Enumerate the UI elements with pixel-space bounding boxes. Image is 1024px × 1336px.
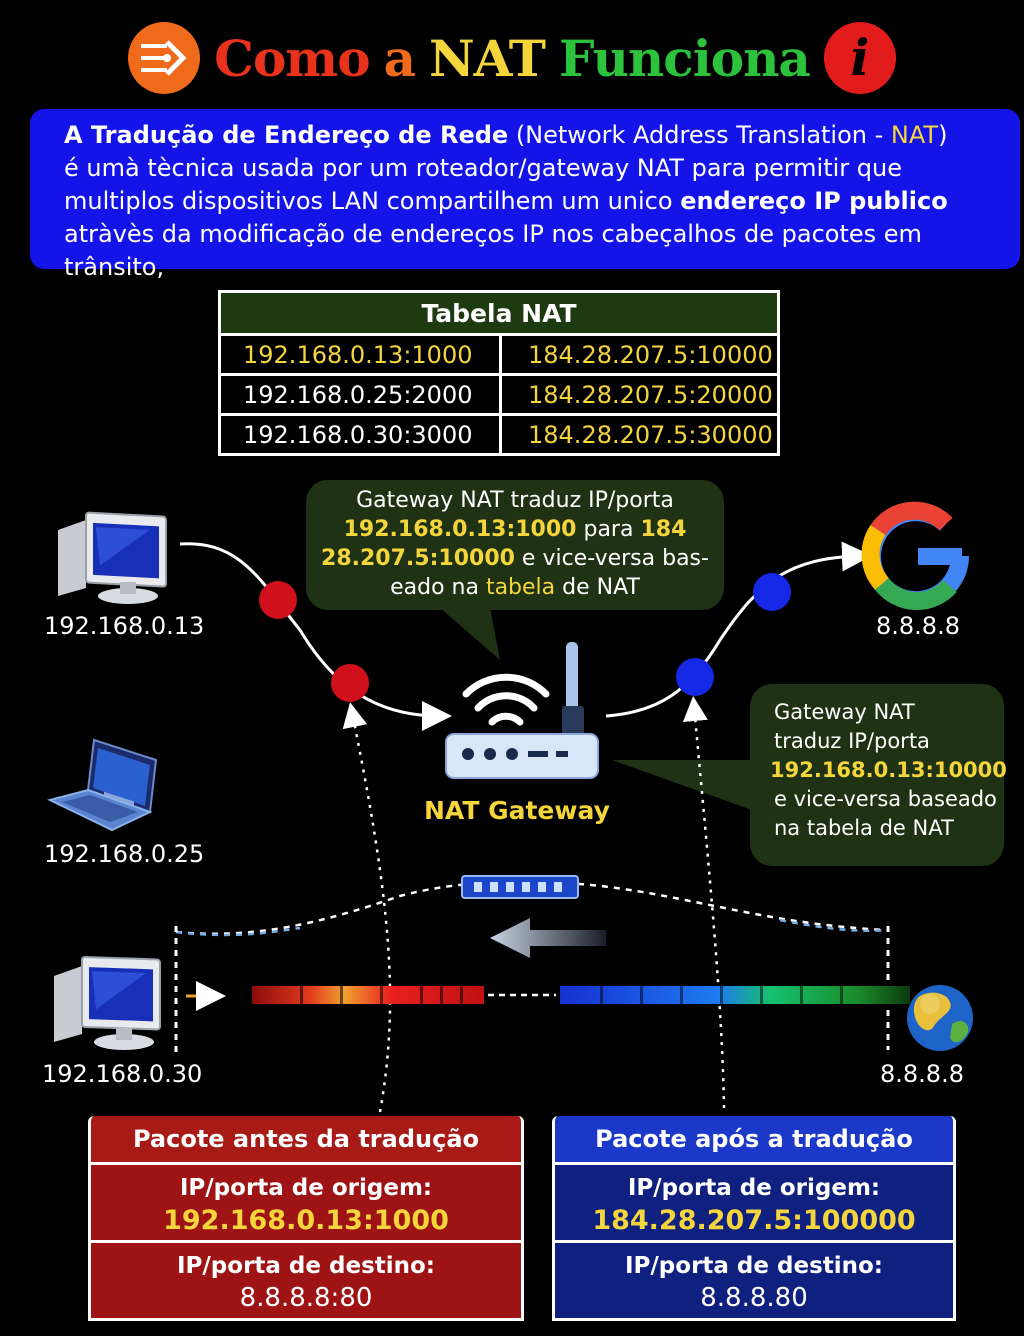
packet-after-destination: IP/porta de destino: 8.8.8.80 (555, 1240, 953, 1318)
bubble-top-table: tabela (485, 575, 556, 600)
pc1-ip-label: 192.168.0.13 (44, 612, 205, 640)
packet-after-dst-value: 8.8.8.80 (700, 1283, 808, 1313)
nat-private-ip: 192.168.0.13:1000 (218, 333, 502, 376)
desktop-computer-icon (58, 511, 167, 604)
bubble-top-based: eado na (390, 575, 486, 600)
packet-dot-red (259, 581, 297, 619)
nat-private-ip: 192.168.0.25:2000 (218, 373, 502, 416)
bubble-top-para: para (576, 517, 641, 542)
google-ip-label: 8.8.8.8 (876, 612, 960, 640)
table-row: 192.168.0.25:2000 184.28.207.5:20000 (218, 373, 780, 416)
packet-after-src-value: 184.28.207.5:100000 (592, 1205, 916, 1236)
bubble-top-vice: e vice-versa bas- (514, 546, 709, 571)
intro-line-3-text: multiplos dispositivos LAN compartilhem … (64, 187, 681, 215)
packet-dot-blue (676, 658, 714, 696)
laptop-icon (47, 738, 158, 832)
router-arrows-icon (128, 22, 201, 94)
flow-path-left (179, 542, 452, 731)
intro-line-4: atràvès da modificação de endereços IP n… (64, 220, 922, 281)
dotted-link-before (342, 702, 392, 1113)
bubble-translation-top: Gateway NAT traduz IP/porta 192.168.0.13… (306, 480, 724, 610)
intro-line-2: é umà tècnica usada por um roteador/gate… (64, 154, 903, 182)
bubble-top-line-1: Gateway NAT traduz IP/porta (356, 488, 674, 513)
packet-dot-red (331, 664, 369, 702)
intro-acronym: NAT (890, 121, 939, 149)
intro-public-ip: endereço IP publico (680, 187, 948, 215)
bubble-top-nat: de NAT (555, 575, 640, 600)
bubble-right-tail (612, 760, 752, 810)
laptop-ip-label: 192.168.0.25 (44, 840, 205, 868)
packet-after-src-label: IP/porta de origem: (627, 1175, 881, 1201)
bubble-top-private: 192.168.0.13:1000 (343, 517, 577, 542)
gateway-label: NAT Gateway (424, 796, 610, 825)
title-word-funciona: Funciona (558, 28, 811, 88)
packet-before-src-value: 192.168.0.13:1000 (163, 1205, 449, 1236)
intro-paren: ) (938, 121, 948, 149)
nat-public-ip-value: 184.28.207.5:10000 (528, 340, 773, 369)
bubble-translation-right: Gateway NAT traduz IP/porta 192.168.0.13… (750, 684, 1007, 866)
packet-before-box: Pacote antes da tradução IP/porta de ori… (88, 1116, 524, 1321)
dotted-link-after (682, 696, 726, 1109)
globe-ip-label: 8.8.8.8 (880, 1060, 964, 1088)
bubble-right-line-2: traduz IP/porta (774, 729, 930, 753)
bubble-top-line-2: 192.168.0.13:1000 para 184 (306, 515, 724, 544)
packet-stream-before (252, 986, 484, 1004)
intro-english: (Network Address Translation - (508, 121, 891, 149)
packet-stream-after (560, 986, 910, 1004)
desktop-computer-icon (54, 955, 161, 1050)
packet-dot-blue (753, 573, 791, 611)
packet-before-destination: IP/porta de destino: 8.8.8.8:80 (91, 1240, 521, 1318)
packet-after-box: Pacote após a tradução IP/porta de orige… (552, 1116, 956, 1321)
bubble-right-line-4: e vice-versa baseado (774, 787, 997, 811)
pc3-ip-label: 192.168.0.30 (42, 1060, 203, 1088)
return-arrow-icon (490, 918, 606, 958)
title-word-como: Como (214, 28, 370, 88)
page-title: Como a NAT Funciona i (0, 18, 1024, 98)
intro-term: A Tradução de Endereço de Rede (64, 121, 509, 149)
table-row: 192.168.0.30:3000 184.28.207.5:30000 (218, 413, 780, 456)
packet-before-header: Pacote antes da tradução (91, 1116, 521, 1162)
packet-block-icon (461, 875, 579, 899)
nat-private-ip: 192.168.0.30:3000 (218, 413, 502, 456)
google-logo-icon (861, 501, 970, 611)
bubble-right-line-5: na tabela de NAT (774, 816, 954, 840)
intro-line-1: A Tradução de Endereço de Rede (Network … (64, 119, 1004, 152)
nat-public-ip-value: 184.28.207.5:30000 (528, 420, 773, 449)
packet-after-dst-label: IP/porta de destino: (624, 1253, 884, 1279)
bubble-top-tail (440, 608, 500, 660)
nat-table-header: Tabela NAT (218, 290, 780, 336)
packet-before-source: IP/porta de origem: 192.168.0.13:1000 (91, 1162, 521, 1240)
packet-before-dst-label: IP/porta de destino: (176, 1253, 436, 1279)
nat-table: Tabela NAT 192.168.0.13:1000 184.28.207.… (218, 290, 780, 456)
packet-after-source: IP/porta de origem: 184.28.207.5:100000 (555, 1162, 953, 1240)
nat-public-ip: 184.28.207.5:20000 (499, 373, 780, 416)
info-icon: i (823, 22, 896, 94)
packet-before-dst-value: 8.8.8.8:80 (239, 1283, 373, 1313)
bubble-top-line-3: 28.207.5:10000 e vice-versa bas- (306, 544, 724, 573)
globe-icon (907, 985, 973, 1051)
bubble-right-line-1: Gateway NAT (774, 700, 915, 724)
nat-public-ip: 184.28.207.5:10000 (499, 333, 780, 376)
table-row: 192.168.0.13:1000 184.28.207.5:10000 (218, 333, 780, 376)
flow-path-right (605, 541, 872, 718)
bubble-top-public-a: 184 (640, 517, 687, 542)
title-word-nat: NAT (428, 28, 546, 88)
bubble-top-public-b: 28.207.5:10000 (321, 546, 515, 571)
title-word-a: a (383, 28, 416, 88)
router-icon (445, 642, 599, 779)
nat-public-ip: 184.28.207.5:30000 (499, 413, 780, 456)
bubble-top-line-4: eado na tabela de NAT (306, 573, 724, 602)
intro-line-3: multiplos dispositivos LAN compartilhem … (64, 185, 1004, 218)
packet-before-src-label: IP/porta de origem: (179, 1175, 433, 1201)
bubble-right-ip: 192.168.0.13:10000 (770, 758, 1007, 782)
intro-description: A Tradução de Endereço de Rede (Network … (30, 109, 1020, 281)
nat-public-ip-value: 184.28.207.5:20000 (528, 380, 773, 409)
packet-after-header: Pacote após a tradução (555, 1116, 953, 1162)
